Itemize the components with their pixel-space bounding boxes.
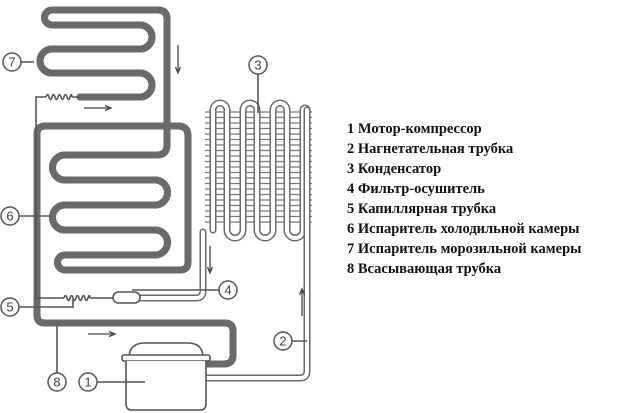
legend-item-discharge-line: 2 Нагнетательная трубка	[347, 141, 514, 157]
svg-text:5: 5	[6, 300, 13, 315]
legend-item-suction-line: 8 Всасывающая трубка	[347, 261, 502, 277]
svg-text:6: 6	[6, 209, 13, 224]
svg-text:1: 1	[84, 375, 91, 390]
arrow-right-icon	[88, 330, 117, 338]
legend-item-filter-dryer: 4 Фильтр-осушитель	[347, 181, 485, 197]
label-2: 2	[273, 331, 293, 351]
label-3: 3	[248, 55, 268, 75]
capillary-tube	[35, 93, 114, 302]
svg-text:3: 3	[254, 58, 261, 73]
label-1: 1	[78, 372, 98, 392]
svg-text:4: 4	[224, 283, 231, 298]
label-5: 5	[0, 297, 20, 317]
arrow-down-icon	[174, 45, 182, 75]
legend-item-compressor: 1 Мотор-компрессор	[347, 121, 482, 137]
liquid-line	[134, 228, 207, 302]
condenser	[205, 99, 312, 242]
flow-arrows	[84, 45, 306, 338]
filter-dryer	[112, 291, 141, 304]
legend: 1 Мотор-компрессор 2 Нагнетательная труб…	[347, 119, 582, 279]
label-7: 7	[2, 52, 22, 72]
leader-lines	[19, 61, 307, 383]
svg-text:8: 8	[53, 375, 60, 390]
legend-item-capillary-tube: 5 Капиллярная трубка	[347, 201, 497, 217]
discharge-line	[201, 106, 311, 382]
arrow-down-icon	[206, 246, 214, 275]
legend-item-condenser: 3 Конденсатор	[347, 161, 442, 177]
svg-text:2: 2	[279, 334, 286, 349]
legend-item-freezer-evaporator: 7 Испаритель морозильной камеры	[347, 241, 582, 257]
legend-item-fridge-evaporator: 6 Испаритель холодильной камеры	[347, 221, 580, 237]
svg-text:7: 7	[8, 55, 15, 70]
label-8: 8	[47, 372, 67, 392]
compressor	[121, 342, 211, 411]
label-4: 4	[218, 280, 238, 300]
label-6: 6	[0, 206, 20, 226]
arrow-up-icon	[298, 287, 306, 316]
evaporator-tubing	[33, 6, 237, 368]
arrow-right-icon	[84, 104, 113, 112]
